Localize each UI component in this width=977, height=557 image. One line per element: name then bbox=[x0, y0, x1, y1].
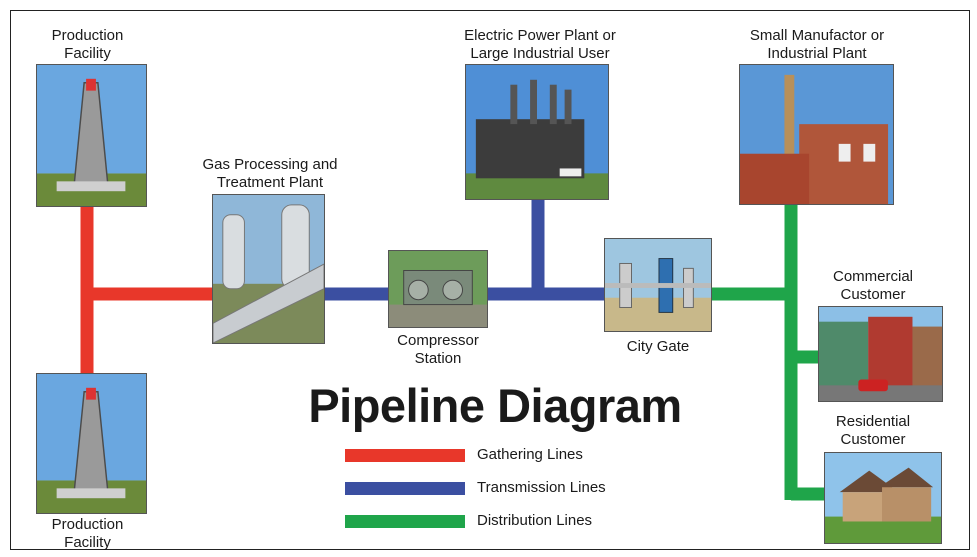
commercial-photo bbox=[818, 306, 943, 402]
legend-swatch-distribution bbox=[345, 515, 465, 528]
residential-photo bbox=[824, 452, 942, 544]
legend-label-gathering: Gathering Lines bbox=[477, 446, 583, 463]
small-manufacturer-photo bbox=[739, 64, 894, 205]
city-gate-photo bbox=[604, 238, 712, 332]
power-plant-label: Electric Power Plant or Large Industrial… bbox=[464, 27, 616, 62]
compressor-photo bbox=[388, 250, 488, 328]
legend-label-transmission: Transmission Lines bbox=[477, 479, 606, 496]
small-manufacturer-label: Small Manufactor or Industrial Plant bbox=[749, 27, 885, 62]
legend-label-distribution: Distribution Lines bbox=[477, 512, 593, 529]
legend-swatch-gathering bbox=[345, 449, 465, 462]
production-top-label: Production Facility bbox=[51, 27, 124, 62]
production-top-photo bbox=[36, 64, 147, 207]
diagram-frame bbox=[10, 10, 970, 550]
power-plant-photo bbox=[465, 64, 609, 200]
commercial-label: Commercial Customer bbox=[832, 268, 913, 303]
compressor-label: Compressor Station bbox=[397, 332, 479, 367]
residential-label: Residential Customer bbox=[835, 413, 911, 448]
gas-processing-label: Gas Processing and Treatment Plant bbox=[202, 156, 338, 191]
production-bottom-label: Production Facility bbox=[51, 516, 124, 551]
diagram-title: Pipeline Diagram bbox=[308, 379, 682, 432]
production-bottom-photo bbox=[36, 373, 147, 514]
gas-processing-photo bbox=[212, 194, 325, 344]
legend-swatch-transmission bbox=[345, 482, 465, 495]
city-gate-label: City Gate bbox=[626, 338, 690, 355]
